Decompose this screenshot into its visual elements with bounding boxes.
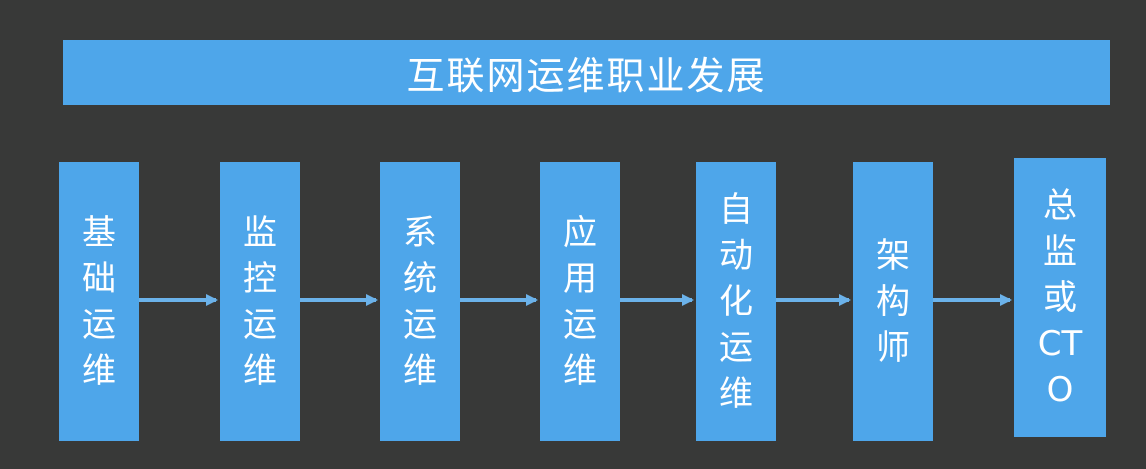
stage-box-monitoring-ops: 监 控 运 维 (220, 162, 300, 441)
stage-box-director-cto: 总 监 或 CT O (1014, 158, 1106, 437)
stage-label-automation-ops: 自 动 化 运 维 (719, 189, 753, 414)
stage-box-automation-ops: 自 动 化 运 维 (696, 162, 776, 441)
stage-label-architect: 架 构 师 (876, 235, 910, 368)
stage-label-application-ops: 应 用 运 维 (563, 212, 597, 391)
stage-label-monitoring-ops: 监 控 运 维 (243, 212, 277, 391)
stage-box-architect: 架 构 师 (853, 162, 933, 441)
stage-box-system-ops: 系 统 运 维 (380, 162, 460, 441)
stage-label-director-cto: 总 监 或 CT O (1037, 185, 1083, 410)
stage-box-basic-ops: 基 础 运 维 (59, 162, 139, 441)
stage-label-basic-ops: 基 础 运 维 (82, 212, 116, 391)
diagram-title: 互联网运维职业发展 (406, 54, 767, 98)
stage-box-application-ops: 应 用 运 维 (540, 162, 620, 441)
stage-label-system-ops: 系 统 运 维 (403, 212, 437, 391)
title-banner: 互联网运维职业发展 (63, 40, 1110, 105)
